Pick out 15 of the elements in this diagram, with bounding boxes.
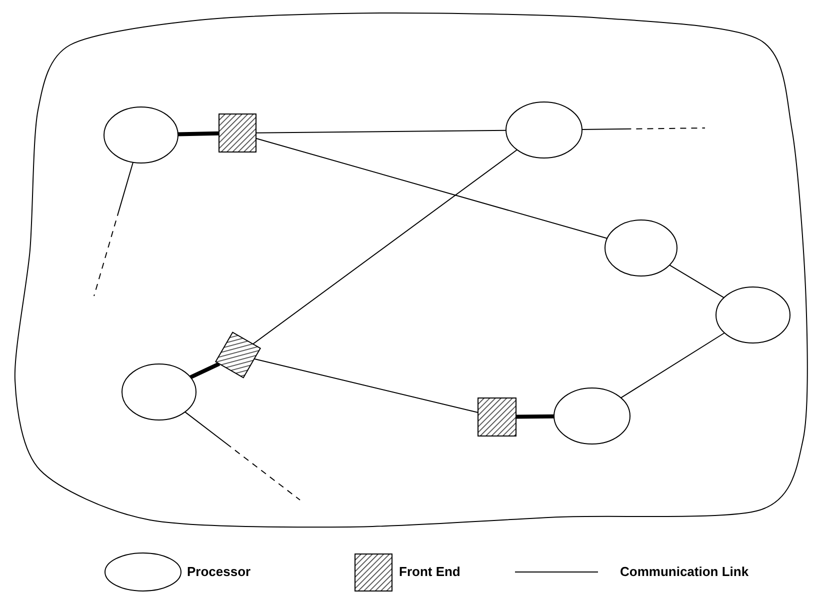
link-line [255, 138, 608, 239]
link-line [516, 414, 554, 419]
link-line [190, 362, 220, 380]
link-line [178, 131, 219, 136]
dashed-link-line [94, 162, 134, 296]
link-line [254, 358, 478, 413]
legend-label: Communication Link [620, 564, 749, 579]
link-line [620, 332, 726, 398]
dashed-link-line [582, 128, 706, 130]
legend-label: Front End [399, 564, 460, 579]
legend-label: Processor [187, 564, 251, 579]
link-line [669, 264, 724, 298]
dashed-link-line [184, 411, 300, 500]
link-line [255, 130, 506, 134]
link-line [252, 149, 518, 344]
